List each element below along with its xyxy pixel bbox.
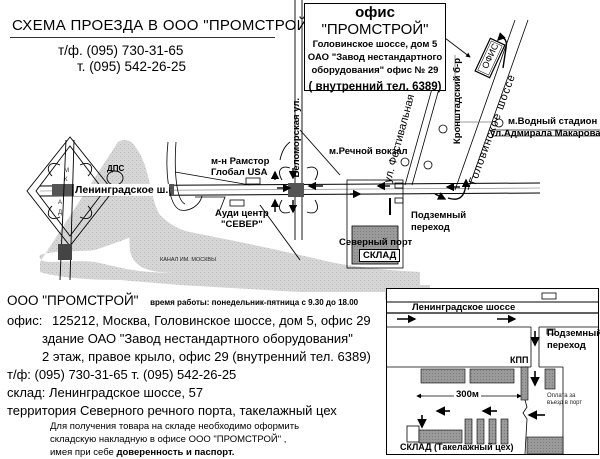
company-name: ООО "ПРОМСТРОЙ": [7, 293, 139, 308]
contact-phones: т/ф: (095) 730-31-65 т. (095) 542-26-25: [7, 367, 237, 382]
office-callout-address: Головинское шоссе, дом 5: [312, 39, 438, 50]
warehouse-address: склад: Ленинградское шоссе, 57: [7, 385, 204, 400]
inset-checkpoint: КПП: [510, 355, 529, 365]
metro-icons: [400, 118, 504, 170]
metro-icon: [494, 118, 504, 128]
inset-road-label: Ленинградское шоссе: [412, 302, 516, 313]
phone-fax: т/ф. (095) 730-31-65: [58, 43, 184, 58]
label-ramstor: м-н Рамстор: [211, 156, 270, 167]
water-body: [39, 140, 431, 300]
inset-payment-1: Оплата за: [547, 393, 576, 399]
label-rechnoy-vokzal: м.Речной вокзал: [329, 146, 408, 157]
belomorskaya-interchange: [259, 0, 341, 261]
office-callout-company: "ПРОМСТРОЙ": [321, 21, 429, 38]
office-callout-office: оборудования" офис № 29: [311, 65, 439, 76]
route-arrows: [270, 168, 471, 214]
golovinskoe-shosse: [454, 19, 529, 191]
label-dps: ДПС: [107, 164, 125, 173]
office-floor: 2 этаж, правое крыло, офис 29 (внутренни…: [42, 349, 371, 364]
kronshtadtsky-boulevard: [454, 55, 492, 130]
belomorskaya-bridge: [288, 183, 304, 197]
pickup-note-documents: доверенность и паспорт.: [116, 447, 235, 458]
label-moscow-canal: КАНАЛ ИМ. МОСКВЫ: [160, 257, 216, 263]
label-mkad-a: А: [58, 200, 63, 206]
pickup-note-3: имея при себе: [50, 447, 117, 458]
pickup-note-1: Для получения товара на складе необходим…: [50, 421, 300, 432]
side-roads: [166, 141, 261, 211]
label-kronshtadtsky: Кронштадский б-р: [452, 58, 463, 145]
office-building: [474, 37, 506, 79]
office-building: здание ОАО "Завод нестандартного оборудо…: [42, 331, 353, 346]
office-callout: офис "ПРОМСТРОЙ" Головинское шоссе, дом …: [304, 3, 446, 93]
u-turn-arrow: [497, 32, 508, 69]
working-hours: время работы: понедельник-пятница с 9.30…: [150, 298, 359, 307]
warehouse-inset-map: Ленинградское шоссе Подземный переход КП…: [386, 288, 600, 455]
office-address: 125212, Москва, Головинское шоссе, дом 5…: [51, 313, 371, 328]
label-warehouse: СКЛАД: [359, 249, 401, 262]
office-pointer-line: [444, 37, 471, 58]
office-callout-building: ОАО "Завод нестандартного: [307, 52, 443, 63]
north-port-area: [346, 179, 404, 269]
label-vodny-stadion: м.Водный стадион: [508, 116, 598, 127]
contact-info: ООО "ПРОМСТРОЙ" время работы: понедельни…: [7, 292, 385, 459]
label-global-usa: Глобал USA: [211, 167, 268, 178]
metro-icon: [423, 160, 433, 170]
label-leningradskoe: Ленинградское ш.: [74, 184, 170, 196]
inset-payment-2: въезд в порт: [547, 400, 583, 406]
office-callout-extension: ( внутренний тел. 6389): [308, 81, 442, 93]
mkad-canal-bridge: [58, 244, 72, 260]
pickup-note-2: складскую накладную в офисе ООО "ПРОМСТР…: [50, 434, 287, 445]
title-divider: [10, 37, 275, 38]
label-mkad-k: К: [64, 177, 68, 183]
label-audi-sever: "СЕВЕР": [221, 219, 263, 230]
inset-graphics: [387, 292, 598, 454]
phone-main: т. (095) 542-26-25: [77, 59, 187, 74]
metro-icon: [438, 124, 448, 134]
label-north-port: Северный порт: [339, 237, 413, 248]
warehouse-territory: территория Северного речного порта, таке…: [7, 403, 337, 418]
admirala-makarova-street: [492, 129, 600, 137]
inset-warehouse-label: СКЛАД (Такелажный цех): [400, 442, 514, 452]
label-underpass-1: Подземный: [411, 210, 467, 221]
page-title: СХЕМА ПРОЕЗДА В ООО "ПРОМСТРОЙ": [12, 17, 314, 34]
office-callout-heading: офис: [355, 4, 395, 21]
inset-underpass-2: переход: [547, 340, 586, 351]
festivalnaya-street: [404, 77, 443, 186]
label-audi-center: Ауди центр: [215, 208, 269, 219]
label-mkad-m: М: [64, 168, 69, 174]
label-mkad-d: Д: [58, 210, 63, 216]
inset-distance: 300м: [454, 389, 481, 400]
office-label: офис:: [7, 313, 43, 328]
metro-icon: [400, 157, 410, 167]
label-admirala-makarova: ул.Адмирала Макарова: [490, 128, 600, 139]
label-underpass-2: переход: [411, 222, 450, 233]
label-belomorskaya: Беломорская ул.: [291, 98, 302, 178]
inset-underpass-1: Подземный: [547, 328, 600, 339]
